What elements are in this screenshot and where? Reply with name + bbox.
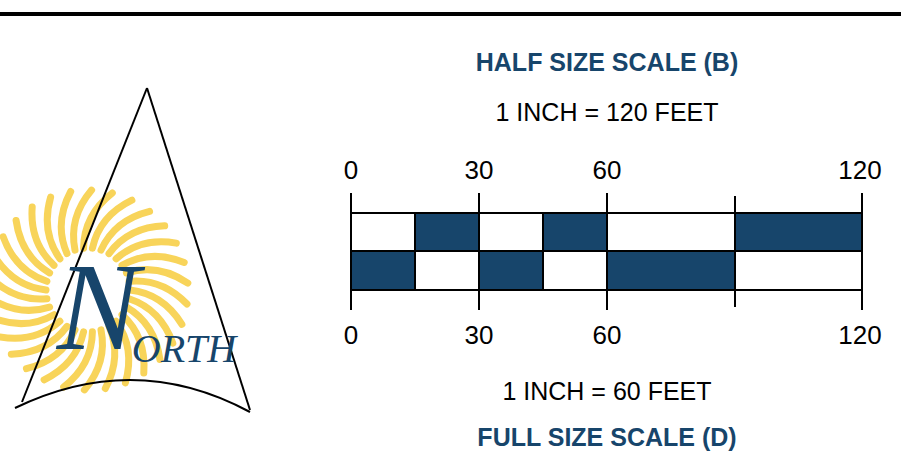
scale-number: 120 [838, 322, 881, 348]
border-line [0, 12, 901, 16]
scale-number: 0 [344, 322, 358, 348]
sun-ray [0, 315, 54, 324]
scale-number: 120 [838, 157, 881, 183]
scale-number: 60 [593, 157, 622, 183]
scale-bar [351, 193, 862, 310]
scale-ratio: 1 INCH = 60 FEET [502, 379, 711, 404]
sun-ray [61, 192, 70, 254]
scale-number: 30 [465, 157, 494, 183]
logo-letter: N [57, 246, 140, 370]
logo-text: ORTH [132, 329, 236, 369]
scale-title: HALF SIZE SCALE (B) [476, 50, 739, 75]
scale-title: FULL SIZE SCALE (D) [477, 425, 736, 450]
scale-number: 30 [465, 322, 494, 348]
north-arrow [15, 88, 250, 412]
scale-number: 60 [593, 322, 622, 348]
scale-number: 0 [344, 157, 358, 183]
scale-ratio: 1 INCH = 120 FEET [496, 100, 719, 125]
